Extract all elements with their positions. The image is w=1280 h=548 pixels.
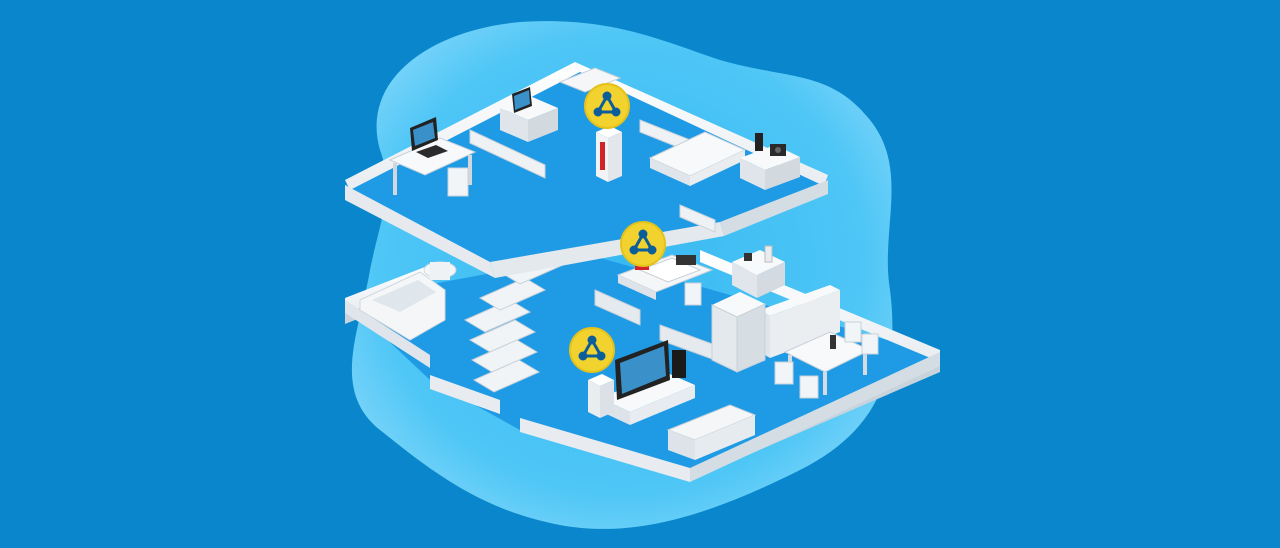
mesh-repeater-living xyxy=(588,374,614,418)
mesh-badge-living xyxy=(569,327,615,373)
dining-phone xyxy=(830,335,836,349)
office-chair xyxy=(447,167,469,197)
office-monitor xyxy=(410,117,448,158)
ground-wall-front-middle xyxy=(430,375,500,414)
second-bed xyxy=(558,67,622,93)
mesh-badge-upstairs xyxy=(584,83,630,129)
sofa xyxy=(666,404,757,460)
mesh-repeater-upstairs xyxy=(596,126,622,182)
toilet xyxy=(423,261,457,280)
bathtub xyxy=(359,271,446,341)
office-desk xyxy=(388,137,477,195)
television xyxy=(615,340,670,400)
scanner-device xyxy=(676,255,696,265)
phone-radio-shelf xyxy=(740,133,800,190)
tv-cabinet xyxy=(500,87,558,142)
upper-wall-front xyxy=(490,222,724,278)
speaker xyxy=(672,350,686,378)
workbench-chair xyxy=(684,282,702,306)
ground-floor xyxy=(345,235,940,482)
upper-floor xyxy=(345,62,828,278)
ground-wall-front-left xyxy=(345,300,430,368)
refrigerator xyxy=(711,292,766,373)
upper-wall-left-front xyxy=(345,185,495,278)
ground-wall-front xyxy=(520,418,690,482)
dining-chairs xyxy=(774,321,879,399)
mesh-network-icon xyxy=(629,229,657,255)
double-bed xyxy=(558,67,747,186)
mesh-network-icon xyxy=(578,335,606,361)
upper-wall-right-front xyxy=(720,180,828,236)
mesh-network-icon xyxy=(593,91,621,117)
kitchen-shelf-with-phone xyxy=(732,245,785,298)
mesh-badge-middle xyxy=(620,221,666,267)
